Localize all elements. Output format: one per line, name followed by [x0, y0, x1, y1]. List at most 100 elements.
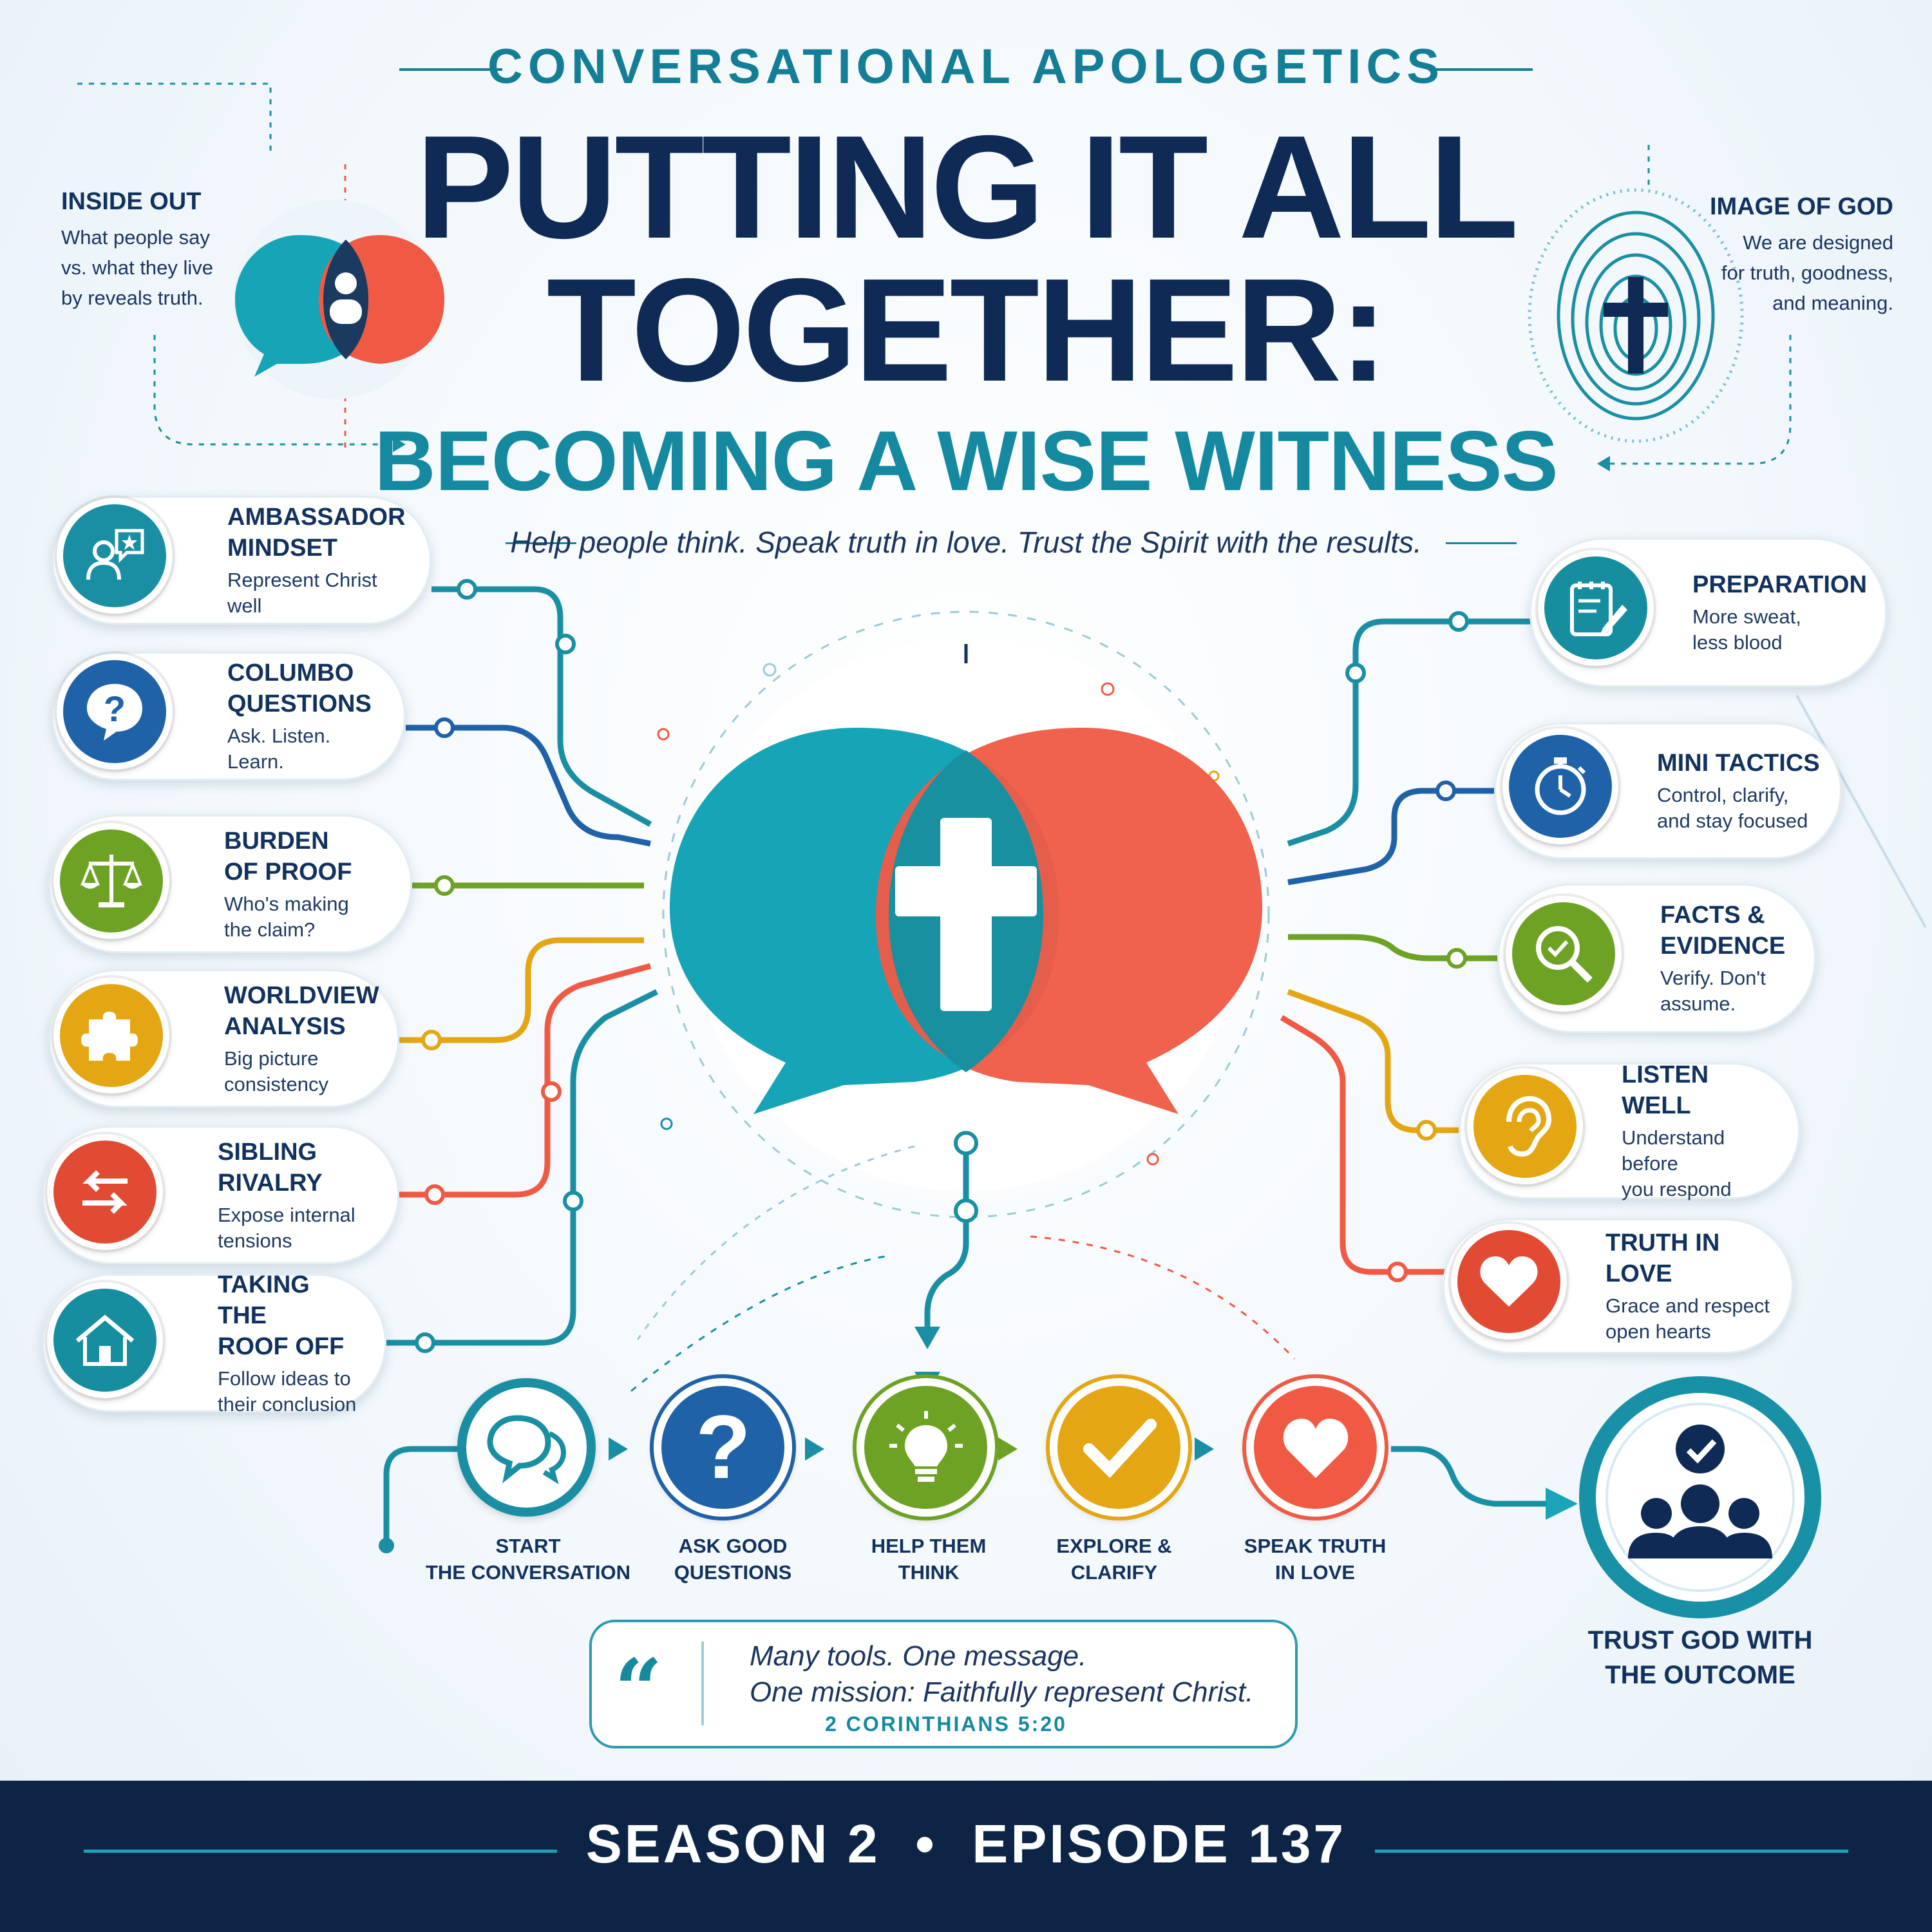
ambassador-icon	[57, 498, 173, 614]
step-help-them-think	[857, 1378, 995, 1517]
card-description: Represent Christ well	[227, 569, 377, 617]
tagline: Help people think. Speak truth in love. …	[510, 526, 1422, 559]
quote-line-2: One mission: Faithfully represent Christ…	[750, 1676, 1254, 1708]
ear-icon	[1467, 1068, 1583, 1184]
question-icon: ?	[57, 654, 173, 770]
kicker-text: CONVERSATIONAL APOLOGETICS	[487, 39, 1444, 94]
inside-out-bubbles-icon	[234, 200, 444, 399]
svg-text:?: ?	[696, 1406, 751, 1490]
arrows-icon	[47, 1134, 163, 1250]
tagline-rule-right	[1446, 542, 1517, 544]
quote-reference: 2 CORINTHIANS 5:20	[825, 1712, 1067, 1736]
fingerprint-cross-icon	[1528, 188, 1744, 443]
house-icon	[47, 1282, 163, 1398]
kicker-rule-right	[1430, 68, 1533, 71]
chat-bubbles-icon	[486, 1414, 566, 1484]
lightbulb-icon	[889, 1410, 963, 1482]
card-title: MINI TACTICS	[1657, 750, 1820, 777]
step-speak-truth-in-love	[1246, 1378, 1385, 1517]
center-speech-bubbles-icon	[670, 728, 1262, 1114]
quote-mark-icon: “	[614, 1640, 663, 1739]
footer-bar	[0, 1781, 1932, 1932]
card-title: FACTS &EVIDENCE	[1660, 902, 1786, 960]
scales-icon	[53, 823, 169, 939]
footer-rule-left	[84, 1850, 557, 1853]
page-title: PUTTING IT ALL TOGETHER:	[322, 106, 1610, 412]
image-of-god-text-3: and meaning.	[1772, 292, 1893, 314]
inside-out-text-3: by reveals truth.	[61, 287, 204, 309]
question-icon: ?	[696, 1406, 751, 1490]
title-line-1: PUTTING IT ALL	[415, 106, 1519, 269]
tagline-rule-left	[506, 542, 576, 544]
puzzle-icon	[53, 978, 169, 1094]
card-title: PREPARATION	[1692, 571, 1867, 598]
checkmark-icon	[1083, 1418, 1157, 1478]
step-start-conversation	[457, 1378, 596, 1517]
quote-box: “ Many tools. One message. One mission: …	[589, 1620, 1298, 1748]
image-of-god-title: IMAGE OF GOD	[1710, 193, 1893, 220]
footer-rule-right	[1375, 1850, 1848, 1853]
card-preparation: PREPARATION More sweat,less blood	[1530, 538, 1887, 687]
svg-text:?: ?	[104, 688, 126, 729]
page-subtitle: BECOMING A WISE WITNESS	[374, 413, 1558, 508]
outcome-group-icon	[1579, 1376, 1821, 1618]
stopwatch-icon	[1502, 728, 1618, 844]
inside-out-title: INSIDE OUT	[61, 188, 202, 215]
card-description: Ask. Listen. Learn.	[227, 724, 331, 773]
quote-line-1: Many tools. One message.	[750, 1640, 1087, 1672]
quote-divider	[701, 1642, 704, 1725]
image-of-god-text-2: for truth, goodness,	[1721, 261, 1893, 284]
heart-icon	[1451, 1224, 1567, 1340]
card-description: Control, clarify,and stay focused	[1657, 784, 1808, 832]
quote-text: Many tools. One message. One mission: Fa…	[750, 1638, 1284, 1710]
card-mini-tactics: MINI TACTICS Control, clarify,and stay f…	[1494, 723, 1842, 859]
step-explore-clarify	[1050, 1378, 1188, 1517]
step-label-explore: EXPLORE &CLARIFY	[1056, 1535, 1172, 1584]
title-line-2: TOGETHER:	[546, 249, 1388, 412]
outcome-label: TRUST GOD WITH THE OUTCOME	[1587, 1626, 1813, 1689]
step-ask-good-questions: ?	[654, 1378, 792, 1517]
image-of-god-note: IMAGE OF GOD We are designed for truth, …	[1687, 193, 1893, 318]
card-title: TRUTH IN LOVE	[1605, 1229, 1720, 1287]
image-of-god-text-1: We are designed	[1743, 231, 1893, 254]
inside-out-text-1: What people say	[61, 226, 210, 249]
kicker-rule-left	[399, 68, 502, 71]
card-description: More sweat,less blood	[1692, 605, 1801, 654]
inside-out-text: What people say vs. what they live by re…	[61, 222, 254, 313]
episode-label: SEASON 2 • EPISODE 137	[585, 1814, 1347, 1874]
card-title: LISTEN WELL	[1622, 1061, 1709, 1119]
notepad-icon	[1538, 550, 1654, 666]
heart-icon	[1283, 1418, 1348, 1478]
inside-out-text-2: vs. what they live	[61, 256, 214, 279]
image-of-god-text: We are designed for truth, goodness, and…	[1687, 227, 1893, 318]
inside-out-note: INSIDE OUT What people say vs. what they…	[61, 188, 254, 313]
magnifier-icon	[1506, 896, 1622, 1012]
